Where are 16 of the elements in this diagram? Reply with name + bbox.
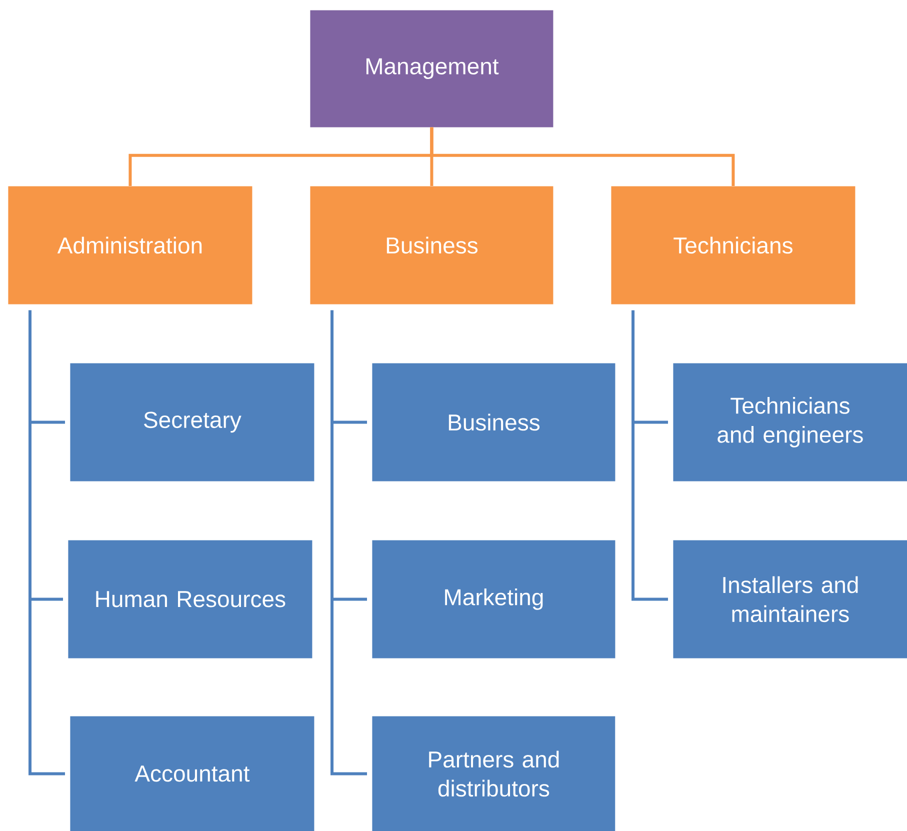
connector-line	[330, 310, 367, 776]
connector-line	[28, 310, 65, 776]
role-box: Accountant	[70, 716, 314, 831]
connector-line	[430, 127, 735, 186]
role-box: Installers and maintainers	[673, 540, 907, 658]
department-box: Technicians	[611, 186, 856, 304]
role-box: Secretary	[70, 363, 314, 482]
department-box: Administration	[8, 186, 252, 304]
role-box: Human Resources	[68, 540, 312, 658]
role-box: Partners and distributors	[372, 716, 616, 831]
role-box: Business	[372, 363, 616, 482]
department-box: Business	[310, 186, 554, 304]
connector-line	[632, 310, 668, 601]
role-box: Technicians and engineers	[673, 363, 907, 482]
management-box: Management	[310, 10, 554, 128]
role-box: Marketing	[372, 540, 616, 658]
